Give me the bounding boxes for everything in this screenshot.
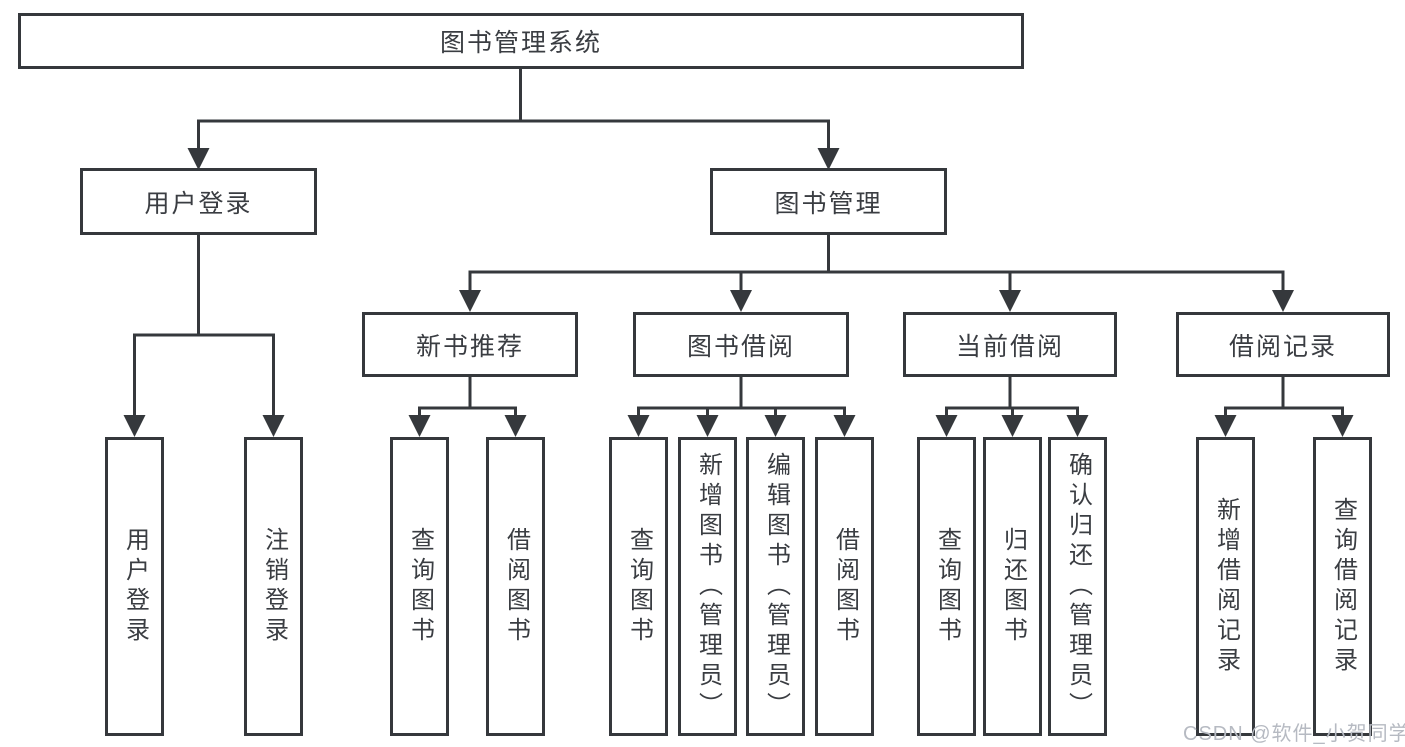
leaf-borrow-books-recommend: 借阅图书 [486, 437, 545, 736]
leaf-query-books-current: 查询图书 [917, 437, 976, 736]
leaf-logout: 注销登录 [244, 437, 303, 736]
leaf-query-books-recommend-label: 查询图书 [406, 526, 434, 647]
node-current-borrowing: 当前借阅 [903, 312, 1117, 377]
leaf-confirm-return-admin: 确认归还（管理员） [1048, 437, 1107, 736]
connector-new-book-recommendation-to-leaves [408, 377, 527, 437]
leaf-query-books-current-label: 查询图书 [933, 526, 961, 647]
leaf-user-login-label: 用户登录 [121, 526, 149, 647]
arrow-down-icon [764, 415, 787, 437]
arrow-down-icon [1331, 415, 1354, 437]
node-borrowing-records: 借阅记录 [1176, 312, 1390, 377]
arrow-down-icon [1272, 290, 1294, 312]
arrow-down-icon [408, 415, 431, 437]
leaf-add-books-admin: 新增图书（管理员） [678, 437, 737, 736]
arrow-down-icon [123, 415, 146, 437]
node-new-book-recommendation: 新书推荐 [362, 312, 578, 377]
arrow-down-icon [1066, 415, 1089, 437]
node-user-login: 用户登录 [80, 168, 317, 235]
leaf-query-borrowing-record-label: 查询借阅记录 [1329, 496, 1357, 677]
arrow-down-icon [999, 290, 1021, 312]
leaf-query-borrowing-record: 查询借阅记录 [1313, 437, 1372, 736]
connector-current-borrowing-to-leaves [935, 377, 1089, 437]
node-current-borrowing-label: 当前借阅 [955, 332, 1064, 361]
node-book-borrowing-label: 图书借阅 [686, 332, 795, 361]
arrow-down-icon [696, 415, 719, 437]
arrow-down-icon [504, 415, 527, 437]
arrow-down-icon [730, 290, 752, 312]
leaf-edit-books-admin-label: 编辑图书（管理员） [762, 451, 790, 722]
leaf-add-borrowing-record-label: 新增借阅记录 [1212, 496, 1240, 677]
leaf-query-books-borrowing: 查询图书 [609, 437, 668, 736]
node-user-login-label: 用户登录 [144, 189, 253, 218]
leaf-borrow-books-borrowing: 借阅图书 [815, 437, 874, 736]
leaf-confirm-return-admin-label: 确认归还（管理员） [1064, 451, 1092, 722]
leaf-query-books-recommend: 查询图书 [390, 437, 449, 736]
arrow-down-icon [187, 148, 210, 170]
node-root: 图书管理系统 [18, 13, 1024, 69]
connector-book-management-to-level3 [459, 235, 1294, 312]
node-root-label: 图书管理系统 [439, 29, 602, 57]
arrow-down-icon [1001, 415, 1024, 437]
arrow-down-icon [935, 415, 958, 437]
arrow-down-icon [262, 415, 285, 437]
connector-user-login-to-leaves [123, 235, 285, 437]
arrow-down-icon [627, 415, 650, 437]
csdn-watermark: CSDN @软件_小贺同学 [1183, 723, 1405, 745]
arrow-down-icon [459, 290, 481, 312]
node-book-management: 图书管理 [710, 168, 947, 235]
leaf-borrow-books-recommend-label: 借阅图书 [502, 526, 530, 647]
arrow-down-icon [817, 148, 840, 170]
arrow-down-icon [833, 415, 856, 437]
leaf-add-books-admin-label: 新增图书（管理员） [694, 451, 722, 722]
node-new-book-recommendation-label: 新书推荐 [415, 332, 524, 361]
leaf-edit-books-admin: 编辑图书（管理员） [746, 437, 805, 736]
node-book-borrowing: 图书借阅 [633, 312, 849, 377]
connector-book-borrowing-to-leaves [627, 377, 856, 437]
leaf-user-login: 用户登录 [105, 437, 164, 736]
leaf-borrow-books-borrowing-label: 借阅图书 [831, 526, 859, 647]
node-book-management-label: 图书管理 [774, 189, 883, 218]
leaf-add-borrowing-record: 新增借阅记录 [1196, 437, 1255, 736]
connector-borrowing-records-to-leaves [1214, 377, 1354, 437]
arrow-down-icon [1214, 415, 1237, 437]
connector-root-to-level2 [187, 69, 840, 170]
leaf-return-books-label: 归还图书 [999, 526, 1027, 647]
leaf-return-books: 归还图书 [983, 437, 1042, 736]
leaf-query-books-borrowing-label: 查询图书 [625, 526, 653, 647]
node-borrowing-records-label: 借阅记录 [1228, 332, 1337, 361]
leaf-logout-label: 注销登录 [260, 526, 288, 647]
